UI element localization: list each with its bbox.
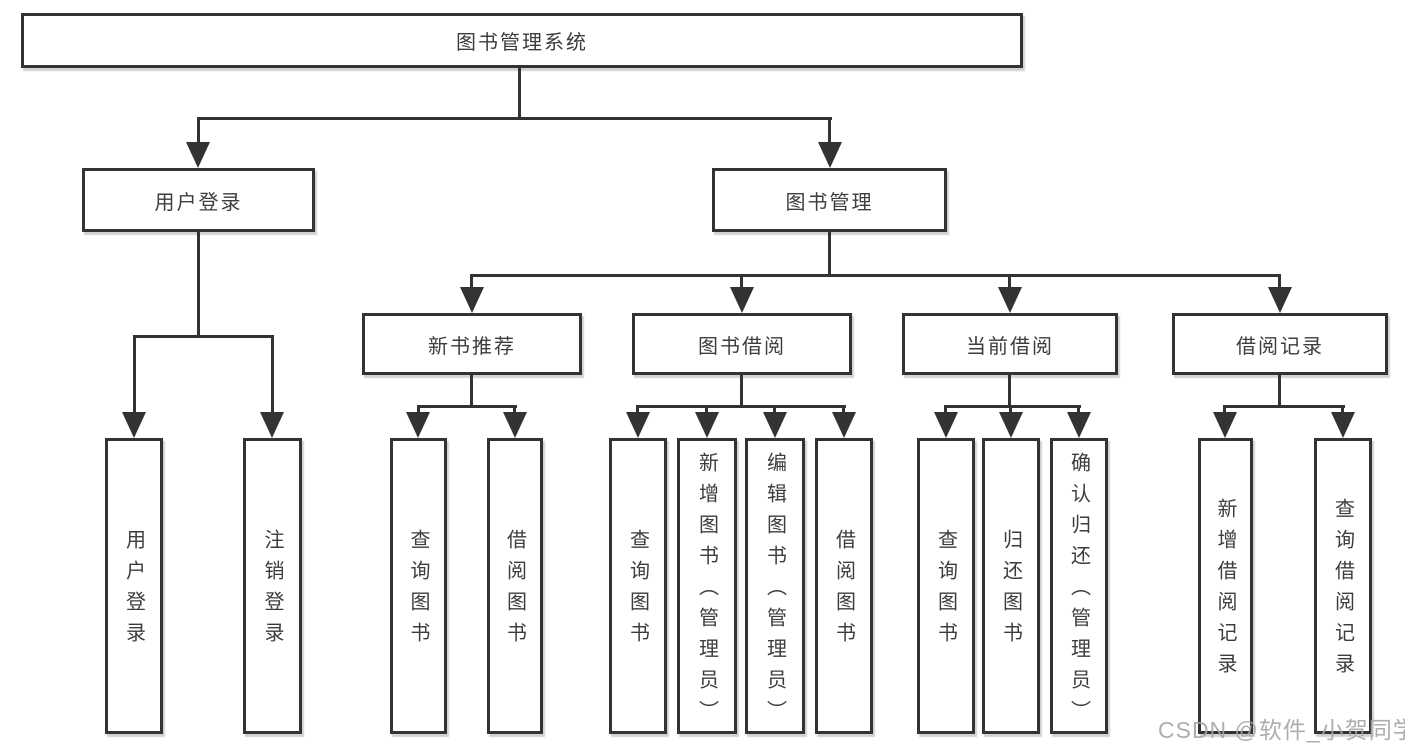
node-book-management-label: 图书管理 — [785, 191, 874, 214]
arrowhead — [186, 142, 210, 168]
connector — [637, 405, 846, 408]
arrowhead — [460, 287, 484, 313]
connector — [740, 375, 743, 408]
connector — [417, 405, 517, 408]
leaf-current-query-books-label: 查询图书 — [934, 529, 957, 653]
connector — [842, 405, 845, 415]
leaf-logout-label: 注销登录 — [261, 529, 283, 653]
connector — [518, 68, 521, 120]
node-borrowing-records-label: 借阅记录 — [1236, 335, 1324, 358]
leaf-user-login: 用户登录 — [105, 438, 163, 734]
connector — [133, 335, 136, 415]
node-new-book-recommend: 新书推荐 — [362, 313, 582, 375]
arrowhead — [763, 412, 787, 438]
leaf-borrowing-add-books-admin: 新增图书（管理员） — [677, 438, 737, 734]
arrowhead — [406, 412, 430, 438]
node-borrowing-records: 借阅记录 — [1172, 313, 1388, 375]
connector — [197, 117, 832, 120]
arrowhead — [1268, 287, 1292, 313]
arrowhead — [998, 287, 1022, 313]
node-user-login: 用户登录 — [82, 168, 315, 232]
leaf-current-query-books: 查询图书 — [917, 438, 975, 734]
leaf-logout: 注销登录 — [243, 438, 302, 734]
connector — [740, 274, 743, 290]
connector — [945, 405, 1081, 408]
arrowhead — [1067, 412, 1091, 438]
leaf-borrowing-query-books: 查询图书 — [609, 438, 667, 734]
arrowhead — [260, 412, 284, 438]
arrowhead — [934, 412, 958, 438]
leaf-borrowing-query-books-label: 查询图书 — [626, 529, 649, 653]
leaf-user-login-label: 用户登录 — [122, 529, 145, 653]
connector — [1008, 274, 1011, 290]
connector — [197, 232, 200, 338]
node-current-borrowing: 当前借阅 — [902, 313, 1118, 375]
connector — [1341, 405, 1344, 415]
arrowhead — [818, 142, 842, 168]
node-root-label: 图书管理系统 — [456, 32, 588, 54]
leaf-borrowing-edit-books-admin: 编辑图书（管理员） — [745, 438, 805, 734]
arrowhead — [626, 412, 650, 438]
leaf-current-return-books: 归还图书 — [982, 438, 1040, 734]
leaf-records-add-record-label: 新增借阅记录 — [1214, 498, 1236, 684]
connector — [197, 117, 200, 145]
leaf-borrowing-add-books-admin-label: 新增图书（管理员） — [695, 451, 718, 731]
connector — [470, 375, 473, 408]
connector — [1077, 405, 1080, 415]
node-current-borrowing-label: 当前借阅 — [966, 335, 1054, 358]
arrowhead — [1331, 412, 1355, 438]
node-new-book-recommend-label: 新书推荐 — [428, 335, 516, 358]
arrowhead — [122, 412, 146, 438]
leaf-borrowing-borrow-books: 借阅图书 — [815, 438, 873, 734]
arrowhead — [832, 412, 856, 438]
leaf-records-query-record: 查询借阅记录 — [1314, 438, 1372, 734]
connector — [470, 274, 473, 290]
leaf-current-confirm-return-admin-label: 确认归还（管理员） — [1067, 451, 1090, 731]
connector — [773, 405, 776, 415]
leaf-recommend-borrow-books-label: 借阅图书 — [503, 529, 526, 653]
connector — [1278, 274, 1281, 290]
arrowhead — [999, 412, 1023, 438]
connector — [828, 117, 831, 145]
leaf-recommend-query-books-label: 查询图书 — [407, 529, 429, 653]
connector — [1224, 405, 1345, 408]
connector — [1278, 375, 1281, 408]
leaf-records-query-record-label: 查询借阅记录 — [1331, 498, 1354, 684]
leaf-recommend-borrow-books: 借阅图书 — [487, 438, 543, 734]
connector — [636, 405, 639, 415]
arrowhead — [1213, 412, 1237, 438]
node-user-login-label: 用户登录 — [154, 191, 243, 214]
watermark: CSDN @软件_小贺同学 — [1158, 717, 1405, 743]
node-book-borrowing-label: 图书借阅 — [698, 335, 786, 358]
leaf-records-add-record: 新增借阅记录 — [1198, 438, 1253, 734]
leaf-current-return-books-label: 归还图书 — [999, 529, 1022, 653]
node-book-management: 图书管理 — [712, 168, 947, 232]
arrowhead — [503, 412, 527, 438]
arrowhead — [695, 412, 719, 438]
connector — [1223, 405, 1226, 415]
leaf-borrowing-edit-books-admin-label: 编辑图书（管理员） — [763, 451, 786, 731]
connector — [828, 232, 831, 277]
connector — [705, 405, 708, 415]
leaf-borrowing-borrow-books-label: 借阅图书 — [832, 529, 855, 653]
leaf-current-confirm-return-admin: 确认归还（管理员） — [1050, 438, 1108, 734]
connector — [417, 405, 420, 415]
node-root: 图书管理系统 — [21, 13, 1023, 68]
leaf-recommend-query-books: 查询图书 — [390, 438, 447, 734]
connector — [471, 274, 1281, 277]
connector — [513, 405, 516, 415]
connector — [133, 335, 274, 338]
connector — [1008, 375, 1011, 408]
arrowhead — [730, 287, 754, 313]
node-book-borrowing: 图书借阅 — [632, 313, 852, 375]
connector — [271, 335, 274, 415]
connector — [944, 405, 947, 415]
connector — [1009, 405, 1012, 415]
